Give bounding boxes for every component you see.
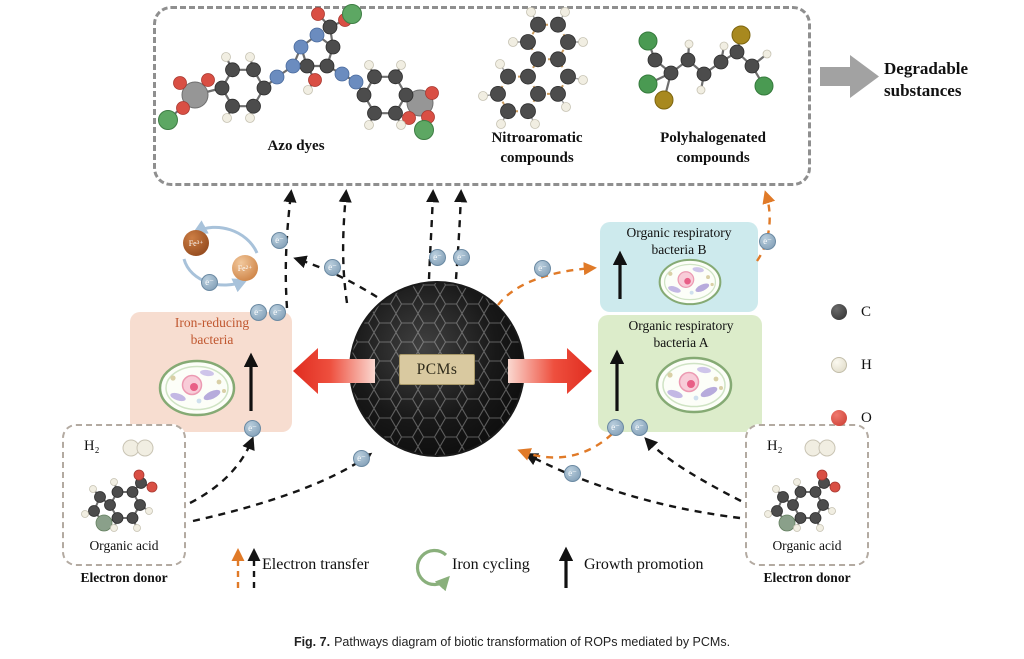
electron-badge: e⁻ <box>759 233 776 250</box>
red-arrow-left <box>293 348 375 394</box>
electron-badge: e⁻ <box>534 260 551 277</box>
fe3-label: Fe³⁺ <box>189 239 204 248</box>
electron-badge: e⁻ <box>607 419 624 436</box>
atom-legend-row-o: O <box>831 410 872 426</box>
legend-electron-transfer-label: Electron transfer <box>262 556 370 573</box>
electron-donor-title-right: Electron donor <box>763 570 851 585</box>
azo-dyes-label: Azo dyes <box>267 138 325 154</box>
figure-caption: Fig. 7.Pathways diagram of biotic transf… <box>0 621 1024 649</box>
pcm-label: PCMs <box>399 354 475 385</box>
electron-badge: e⁻ <box>244 420 261 437</box>
electron-badge: e⁻ <box>353 450 370 467</box>
azo-dyes-molecule <box>158 4 439 140</box>
electron-badge: e⁻ <box>250 304 267 321</box>
electron-badge: e⁻ <box>201 274 218 291</box>
organic-acid-molecule-left <box>80 469 158 533</box>
iron-cycle: Fe³⁺ Fe²⁺ <box>182 220 259 293</box>
polyhalogenated-label: Polyhalogenated compounds <box>660 130 766 166</box>
electron-badge: e⁻ <box>429 249 446 266</box>
gray-arrow-icon <box>820 55 879 98</box>
h2-molecule-left <box>122 439 154 457</box>
atom-legend: C H O <box>831 286 872 463</box>
electron-badge: e⁻ <box>453 249 470 266</box>
orange-dashed-arrows <box>497 190 776 461</box>
growth-arrows <box>243 250 628 588</box>
electron-badge: e⁻ <box>271 232 288 249</box>
bacteria-a-label: Organic respiratory bacteria A <box>628 318 734 350</box>
cell-iron-reducing <box>158 359 236 417</box>
electron-donor-title-left: Electron donor <box>80 570 168 585</box>
cell-bacteria-a <box>655 356 733 414</box>
fe2-label: Fe²⁺ <box>238 264 253 273</box>
nitroaromatic-label: Nitroaromatic compounds <box>491 130 583 166</box>
carbon-atom-icon <box>831 304 847 320</box>
electron-badge: e⁻ <box>269 304 286 321</box>
legend-growth-promotion-label: Growth promotion <box>584 556 704 573</box>
h2-label-left: H₂ <box>84 438 100 454</box>
electron-badge: e⁻ <box>324 259 341 276</box>
legend-iron-cycling-label: Iron cycling <box>452 556 530 573</box>
cell-bacteria-b <box>658 258 722 306</box>
oxygen-atom-icon <box>831 410 847 426</box>
iron-cycling-legend-icon <box>415 548 450 592</box>
pcm-particle <box>349 281 525 457</box>
polyhalogenated-molecule <box>638 25 774 110</box>
degradable-substances-label: Degradable substances <box>884 59 969 101</box>
figure-caption-text: Pathways diagram of biotic transformatio… <box>334 635 731 649</box>
atom-legend-c: C <box>861 303 872 320</box>
electron-badge: e⁻ <box>631 419 648 436</box>
organic-acid-label-left: Organic acid <box>89 538 159 553</box>
atom-legend-h: H <box>861 356 872 373</box>
organic-acid-molecule-right <box>763 469 841 533</box>
h2-label-right: H₂ <box>767 438 783 454</box>
hydrogen-atom-icon <box>831 357 847 373</box>
black-dashed-arrows <box>189 189 742 523</box>
electron-badge: e⁻ <box>564 465 581 482</box>
compounds-dashed-panel <box>153 6 811 186</box>
red-arrow-right <box>508 348 592 394</box>
figure-number: Fig. 7. <box>293 635 331 649</box>
atom-legend-o: O <box>861 409 872 426</box>
iron-reducing-bacteria-label: Iron-reducing bacteria <box>174 315 250 347</box>
organic-acid-label-right: Organic acid <box>772 538 842 553</box>
atom-legend-row-h: H <box>831 357 872 373</box>
atom-legend-row-c: C <box>831 304 872 320</box>
bacteria-b-label: Organic respiratory bacteria B <box>626 225 732 257</box>
nitroaromatic-molecule <box>478 7 588 129</box>
